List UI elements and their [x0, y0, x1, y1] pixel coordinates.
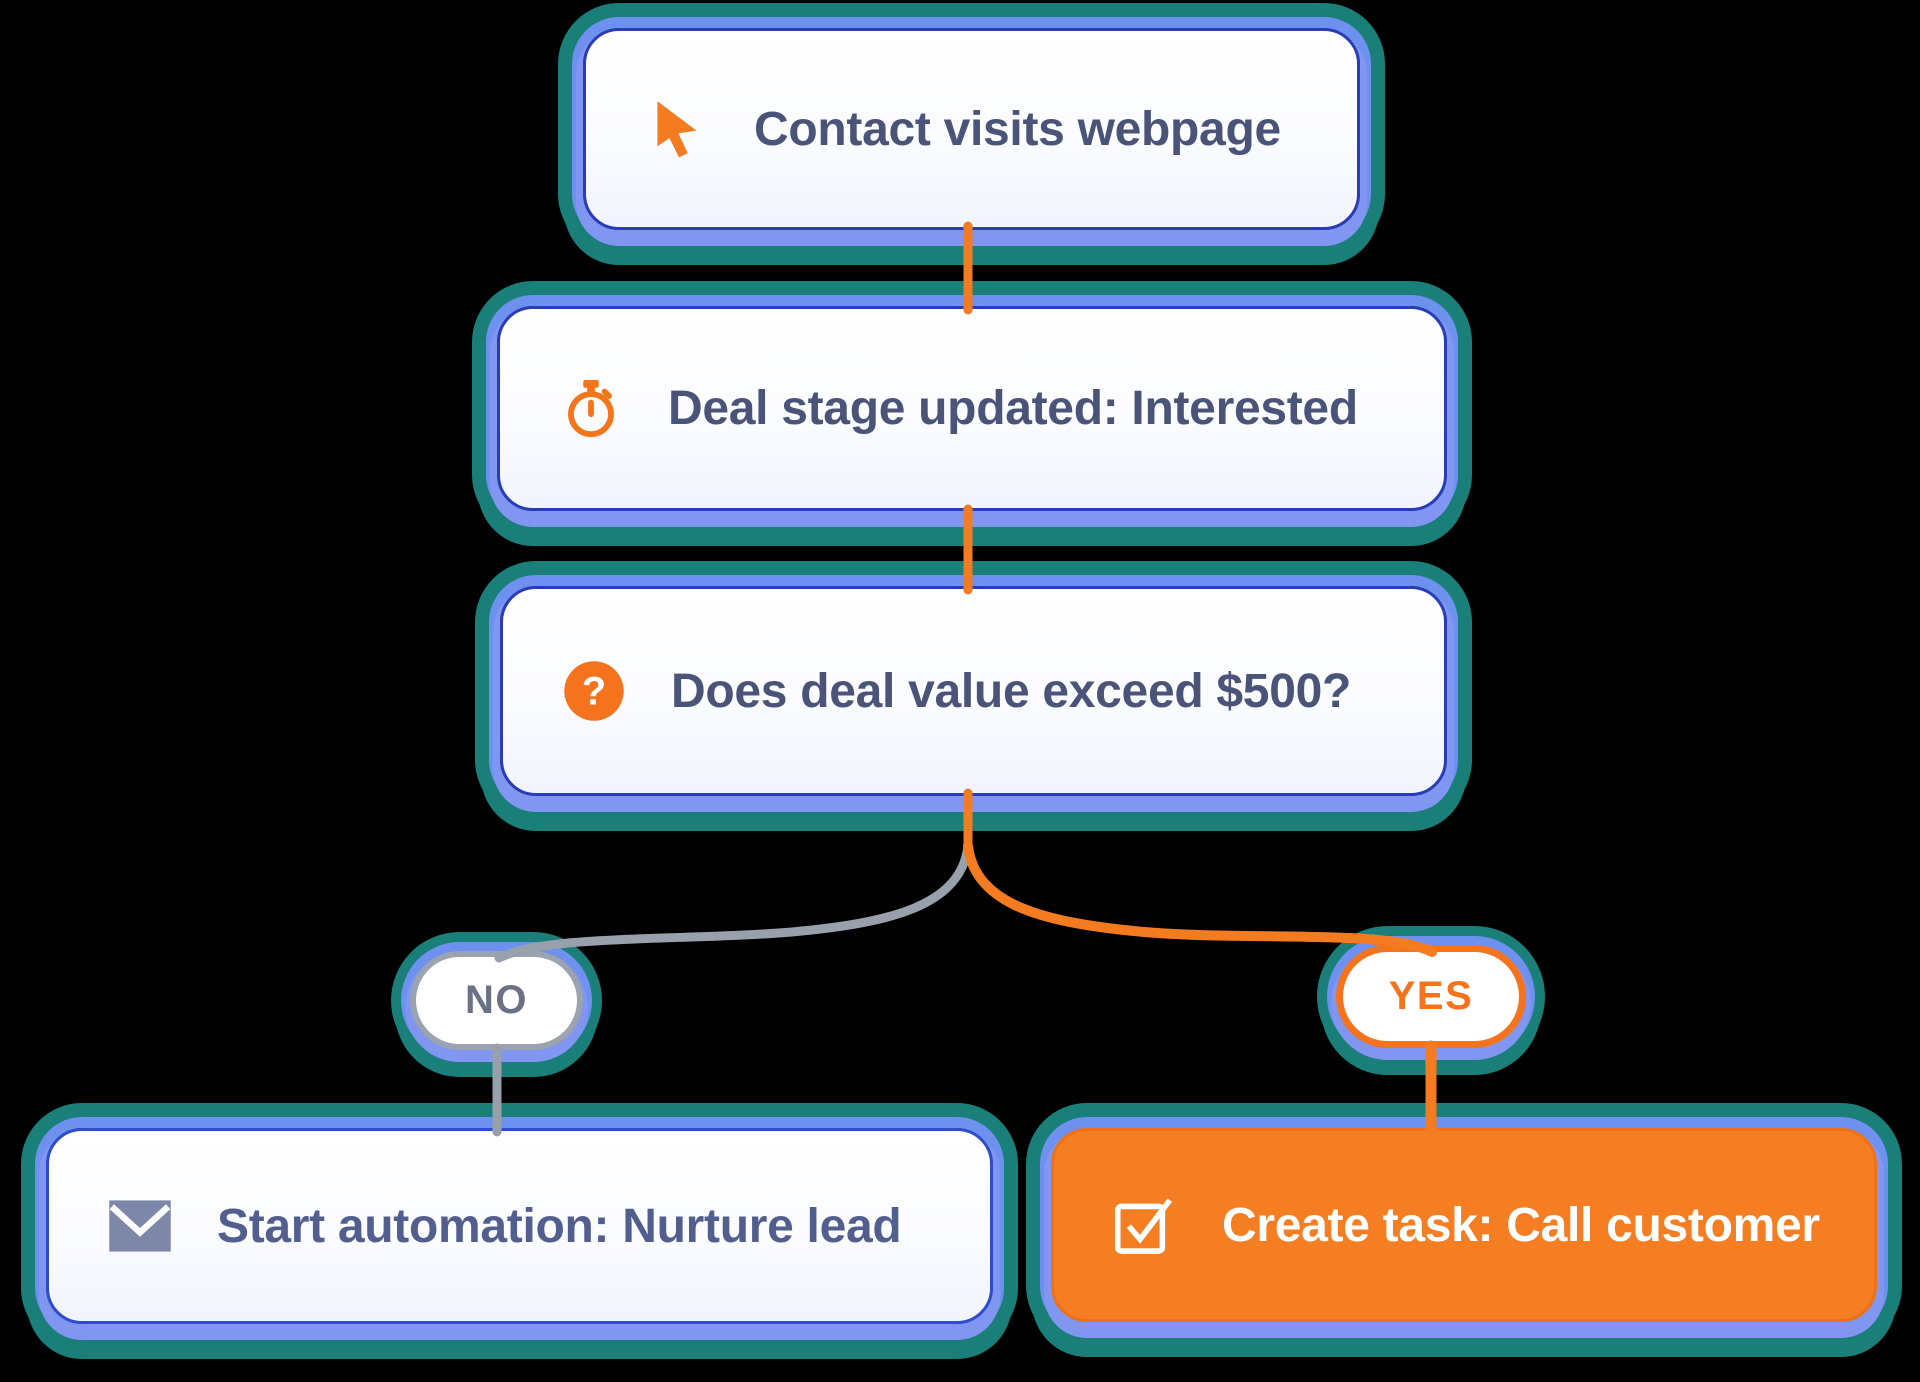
checkbox-icon — [1112, 1192, 1178, 1258]
flow-node-nurture-lead: Start automation: Nurture lead — [46, 1128, 993, 1324]
branch-label-no: NO — [465, 978, 528, 1022]
node-label: Create task: Call customer — [1222, 1198, 1820, 1252]
node-label: Start automation: Nurture lead — [217, 1199, 902, 1253]
envelope-icon — [107, 1193, 173, 1259]
flow-node-condition: ? Does deal value exceed $500? — [500, 586, 1447, 796]
branch-label-yes: YES — [1388, 974, 1474, 1018]
node-label: Deal stage updated: Interested — [668, 382, 1358, 435]
svg-text:?: ? — [582, 670, 606, 714]
connector-branch-no-curve — [494, 841, 973, 963]
flow-node-create-task: Create task: Call customer — [1051, 1128, 1877, 1322]
flow-node-trigger: Contact visits webpage — [583, 28, 1360, 230]
question-icon: ? — [561, 658, 627, 724]
node-label: Contact visits webpage — [754, 102, 1281, 156]
stopwatch-icon — [558, 376, 624, 442]
node-label: Does deal value exceed $500? — [671, 664, 1352, 718]
branch-pill-yes: YES — [1336, 945, 1526, 1048]
flow-node-deal-stage: Deal stage updated: Interested — [497, 306, 1447, 511]
cursor-icon — [644, 96, 710, 162]
branch-pill-no: NO — [410, 951, 583, 1050]
connector-branch-yes-curve — [963, 841, 1437, 957]
